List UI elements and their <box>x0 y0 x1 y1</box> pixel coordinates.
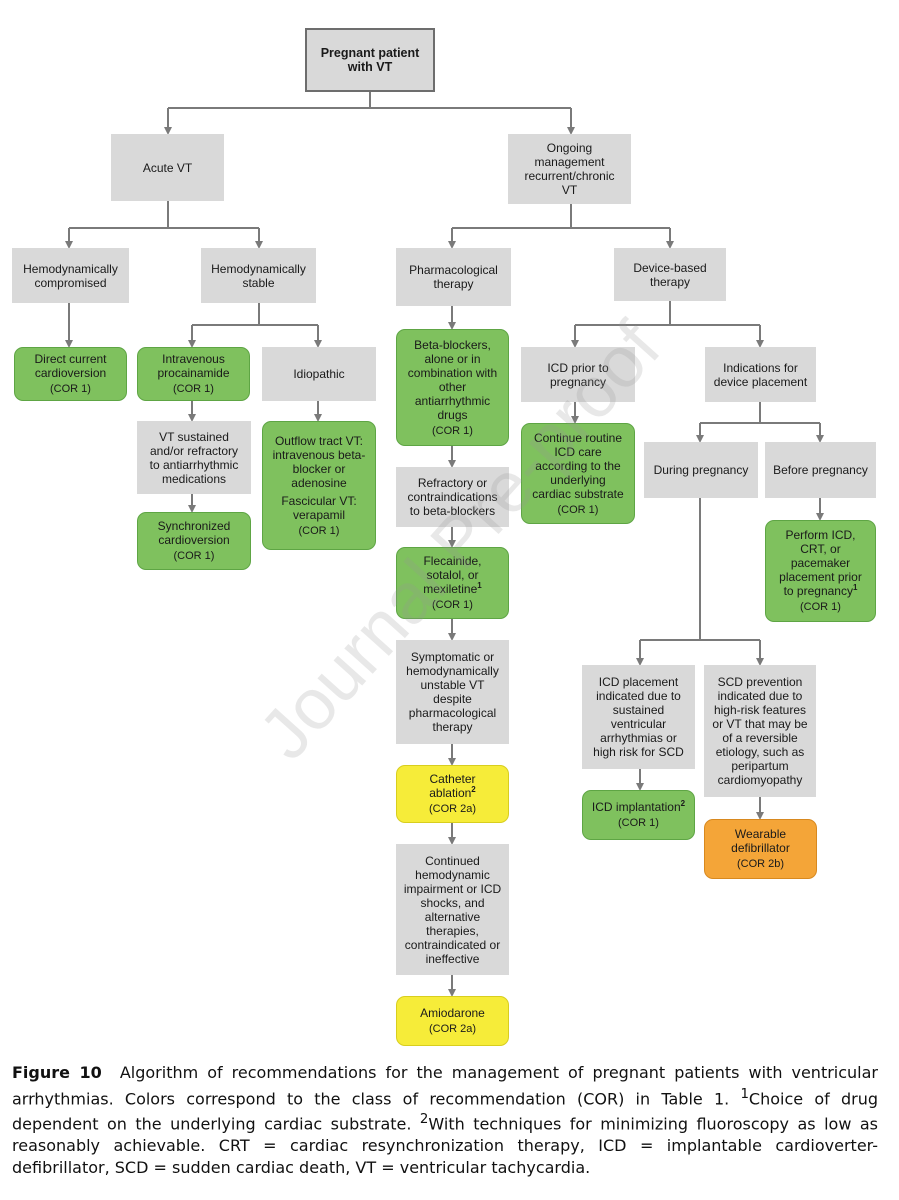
node-outflow-tract-cor: (COR 1) <box>298 524 340 537</box>
node-fascicular-text: Fascicular VT: verapamil <box>281 493 357 522</box>
node-symptomatic: Symptomatic or hemodynamically unstable … <box>396 640 509 744</box>
node-refractory-text: Refractory or contraindications to beta-… <box>407 476 498 518</box>
caption-footnote-2-mark: 2 <box>419 1112 429 1128</box>
node-ongoing-text: Ongoing management recurrent/chronic VT <box>524 141 615 197</box>
node-root: Pregnant patient with VT <box>305 28 435 92</box>
node-continue-routine: Continue routine ICD care according to t… <box>521 423 635 524</box>
node-dc-cardioversion-cor: (COR 1) <box>50 383 91 395</box>
node-beta-blockers-cor: (COR 1) <box>432 424 473 437</box>
node-dc-cardioversion-text: Direct current cardioversion <box>34 352 107 380</box>
node-amiodarone-text: Amiodarone <box>420 1006 485 1020</box>
node-outflow-tract-text: Outflow tract VT: intravenous beta- bloc… <box>272 433 366 490</box>
node-catheter-ablation-cor: (COR 2a) <box>428 803 477 815</box>
node-continue-routine-text: Continue routine ICD care according to t… <box>532 430 624 501</box>
node-continued-text: Continued hemodynamic impairment or ICD … <box>403 853 502 966</box>
node-beta-blockers: Beta-blockers, alone or in combination w… <box>396 329 509 446</box>
node-acute: Acute VT <box>111 134 224 201</box>
node-scd-prevention-text: SCD prevention indicated due to high-ris… <box>712 675 808 787</box>
node-pharmacological-text: Pharmacological therapy <box>409 263 498 291</box>
connector-layer <box>65 92 824 997</box>
figure-caption: Figure 10 Algorithm of recommendations f… <box>12 1062 878 1178</box>
node-outflow-tract: Outflow tract VT: intravenous beta- bloc… <box>262 421 376 550</box>
node-icd-implantation-text: ICD implantation2 <box>591 799 686 815</box>
node-dc-cardioversion: Direct current cardioversion (COR 1) <box>14 347 127 401</box>
node-icd-implantation-label: ICD implantation <box>591 800 681 814</box>
node-vt-sustained: VT sustained and/or refractory to antiar… <box>137 421 251 494</box>
node-wearable-defibrillator-text: Wearable defibrillator <box>731 827 790 855</box>
node-perform-icd: Perform ICD, CRT, or pacemaker placement… <box>765 520 876 622</box>
node-catheter-ablation-label: Catheter ablation <box>429 772 476 800</box>
node-before-pregnancy-text: Before pregnancy <box>773 463 868 477</box>
node-during-pregnancy: During pregnancy <box>644 442 758 498</box>
footnote-mark: 2 <box>471 785 476 794</box>
node-perform-icd-label: Perform ICD, CRT, or pacemaker placement… <box>779 528 862 598</box>
node-continue-routine-cor: (COR 1) <box>557 503 599 516</box>
recommendation-flowchart: Pregnant patient with VT Acute VT Ongoin… <box>12 28 876 1046</box>
node-hemo-stable: Hemodynamically stable <box>201 248 316 303</box>
node-flecainide-text: Flecainide, sotalol, or mexiletine1 <box>423 554 481 596</box>
node-catheter-ablation: Catheter ablation2 (COR 2a) <box>396 765 509 823</box>
node-acute-text: Acute VT <box>142 160 193 175</box>
node-perform-icd-cor: (COR 1) <box>800 601 841 613</box>
node-during-pregnancy-text: During pregnancy <box>653 463 749 477</box>
footnote-mark: 2 <box>680 799 686 808</box>
node-sync-cardioversion-cor: (COR 1) <box>173 550 215 562</box>
node-amiodarone-cor: (COR 2a) <box>428 1023 477 1035</box>
node-icd-placement: ICD placement indicated due to sustained… <box>582 665 695 769</box>
node-idiopathic: Idiopathic <box>262 347 376 401</box>
node-iv-procainamide-text: Intravenous procainamide <box>157 352 230 380</box>
node-iv-procainamide: Intravenous procainamide (COR 1) <box>137 347 250 401</box>
node-wearable-defibrillator-cor: (COR 2b) <box>736 858 785 870</box>
node-flecainide-label: Flecainide, sotalol, or mexiletine <box>423 554 482 596</box>
node-perform-icd-text: Perform ICD, CRT, or pacemaker placement… <box>779 528 862 598</box>
node-device-based-text: Device-based therapy <box>633 260 707 289</box>
node-icd-placement-text: ICD placement indicated due to sustained… <box>593 675 684 759</box>
node-flecainide: Flecainide, sotalol, or mexiletine1 (COR… <box>396 547 509 619</box>
node-hemo-stable-text: Hemodynamically stable <box>211 261 306 290</box>
node-refractory: Refractory or contraindications to beta-… <box>396 467 509 527</box>
node-sync-cardioversion-text: Synchronized cardioversion <box>157 519 231 547</box>
caption-footnote-2: With techniques for minimizing fluorosco… <box>12 1114 878 1177</box>
node-catheter-ablation-text: Catheter ablation2 <box>429 772 476 800</box>
node-icd-implantation-cor: (COR 1) <box>618 817 659 829</box>
node-indications: Indications for device placement <box>705 347 816 402</box>
node-icd-prior-text: ICD prior to pregnancy <box>547 360 609 389</box>
node-indications-text: Indications for device placement <box>713 360 808 389</box>
node-scd-prevention: SCD prevention indicated due to high-ris… <box>704 665 816 797</box>
node-vt-sustained-text: VT sustained and/or refractory to antiar… <box>149 429 239 486</box>
node-hemo-compromised: Hemodynamically compromised <box>12 248 129 303</box>
node-continued: Continued hemodynamic impairment or ICD … <box>396 844 509 975</box>
caption-label: Figure 10 <box>12 1063 102 1082</box>
footnote-mark: 1 <box>477 581 482 590</box>
node-icd-prior: ICD prior to pregnancy <box>521 347 635 402</box>
node-idiopathic-text: Idiopathic <box>293 367 345 381</box>
node-amiodarone: Amiodarone (COR 2a) <box>396 996 509 1046</box>
node-sync-cardioversion: Synchronized cardioversion (COR 1) <box>137 512 251 570</box>
caption-footnote-1: Choice of drug dependent on the underlyi… <box>12 1088 879 1134</box>
node-device-based: Device-based therapy <box>614 248 726 301</box>
node-flecainide-cor: (COR 1) <box>432 599 473 611</box>
node-wearable-defibrillator: Wearable defibrillator (COR 2b) <box>704 819 817 879</box>
footnote-mark: 1 <box>852 583 858 592</box>
node-pharmacological: Pharmacological therapy <box>396 248 511 306</box>
node-root-text: Pregnant patient with VT <box>320 46 420 74</box>
node-ongoing: Ongoing management recurrent/chronic VT <box>508 134 631 204</box>
node-before-pregnancy: Before pregnancy <box>765 442 876 498</box>
node-hemo-compromised-text: Hemodynamically compromised <box>23 261 118 290</box>
node-symptomatic-text: Symptomatic or hemodynamically unstable … <box>406 650 499 734</box>
node-beta-blockers-text: Beta-blockers, alone or in combination w… <box>407 337 498 422</box>
caption-part1: Algorithm of recommendations for the man… <box>12 1063 879 1108</box>
node-icd-implantation: ICD implantation2 (COR 1) <box>582 790 695 840</box>
node-iv-procainamide-cor: (COR 1) <box>173 383 214 395</box>
caption-footnote-1-mark: 1 <box>740 1086 749 1102</box>
